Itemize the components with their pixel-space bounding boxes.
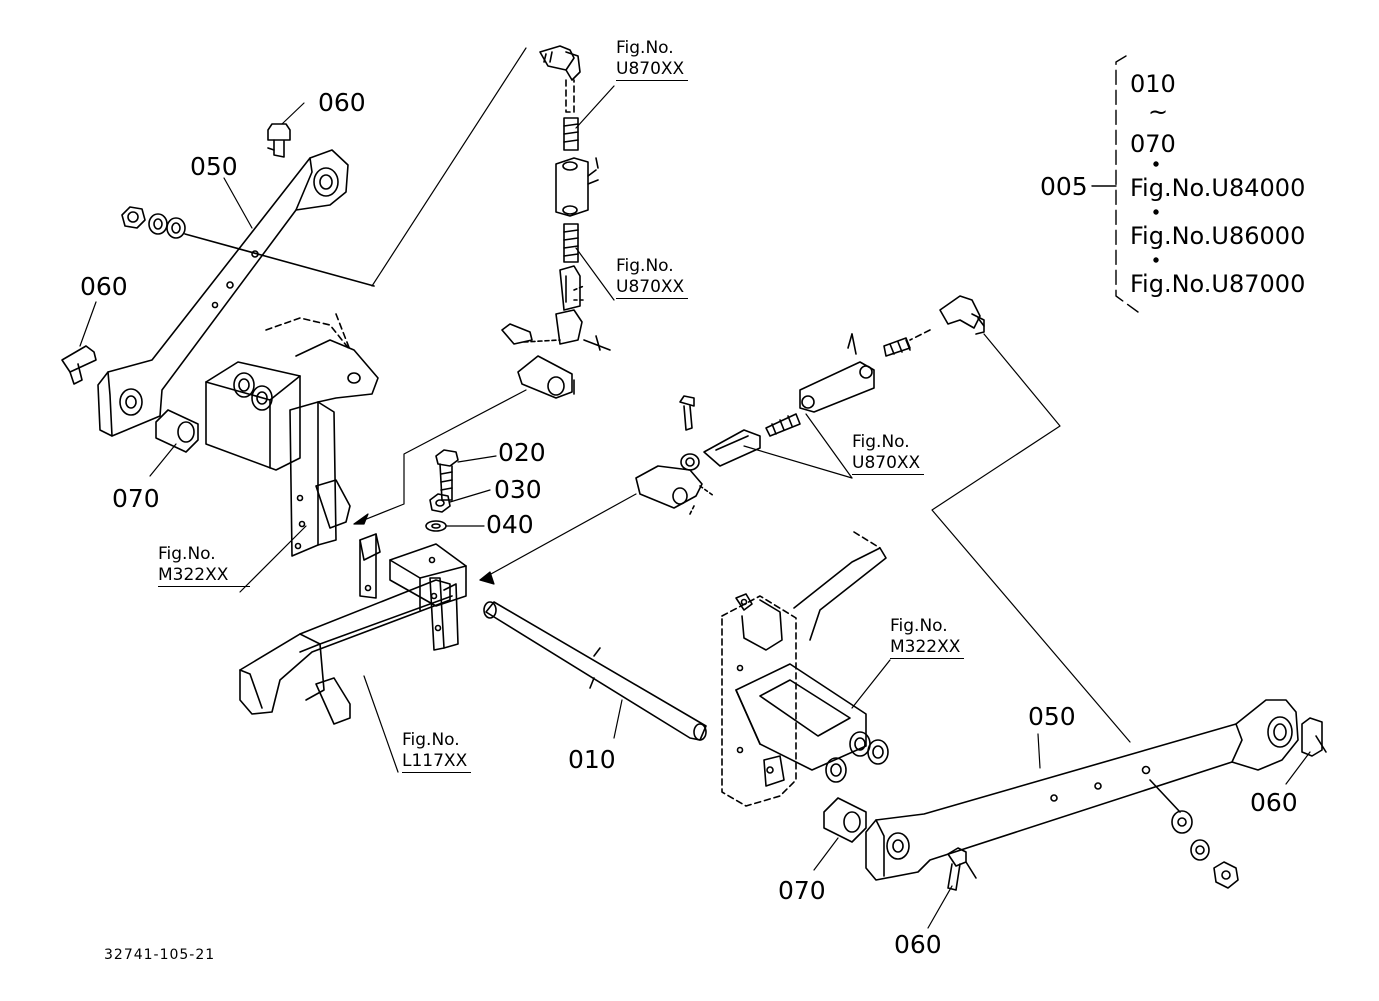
- left-nut-washers: [121, 206, 375, 287]
- fig-ref-top-rod-lower: Fig.No. U870XX: [616, 256, 689, 299]
- part-label-005: 005: [1040, 172, 1088, 201]
- left-lower-link-arm: [97, 149, 349, 437]
- top-pin: [267, 123, 291, 158]
- left-pin: [61, 345, 97, 385]
- left-bushing: [155, 409, 199, 453]
- left-mount-bracket: [205, 313, 379, 557]
- set-ref-1: Fig.No.U84000: [1130, 174, 1306, 202]
- part-label-070-right: 070: [778, 876, 826, 905]
- right-nut-washers: [1149, 779, 1239, 889]
- bottom-pin: [947, 847, 977, 891]
- top-lift-rod: [501, 45, 611, 399]
- cross-axle-frame: [239, 533, 467, 725]
- fig-ref-caption: Fig.No.: [852, 432, 910, 452]
- fig-ref-number: U870XX: [616, 59, 689, 81]
- set-range-tilde: ~: [1148, 98, 1169, 126]
- bolt-020: [435, 449, 459, 501]
- part-label-030: 030: [494, 475, 542, 504]
- right-mount-bracket: [721, 531, 889, 807]
- right-lower-link-arm: [865, 699, 1299, 881]
- washer-040: [425, 520, 447, 532]
- nut-030: [429, 493, 451, 513]
- fig-ref-number: L117XX: [402, 751, 472, 773]
- fig-ref-caption: Fig.No.: [890, 616, 948, 636]
- part-label-020: 020: [498, 438, 546, 467]
- right-pin: [1301, 717, 1327, 757]
- fig-ref-right-frame: Fig.No. M322XX: [890, 616, 965, 659]
- fig-ref-number: M322XX: [890, 637, 965, 659]
- right-bushing: [823, 797, 867, 843]
- set-bracket: [1091, 55, 1159, 313]
- fig-ref-caption: Fig.No.: [402, 730, 460, 750]
- part-label-060-left: 060: [80, 272, 128, 301]
- part-label-070-left: 070: [112, 484, 160, 513]
- part-label-050-right: 050: [1028, 702, 1076, 731]
- fig-ref-caption: Fig.No.: [158, 544, 216, 564]
- fig-ref-left-frame: Fig.No. M322XX: [158, 544, 251, 587]
- drawing-id: 32741-105-21: [104, 947, 216, 963]
- fig-ref-mid-rod: Fig.No. U870XX: [852, 432, 925, 475]
- fig-ref-caption: Fig.No.: [616, 38, 674, 58]
- part-label-040: 040: [486, 510, 534, 539]
- leader-lines: [79, 47, 1311, 929]
- part-label-010: 010: [568, 745, 616, 774]
- part-label-050-left: 050: [190, 152, 238, 181]
- fig-ref-caption: Fig.No.: [616, 256, 674, 276]
- fig-ref-number: U870XX: [852, 453, 925, 475]
- fig-ref-number: U870XX: [616, 277, 689, 299]
- part-label-060-bottom: 060: [894, 930, 942, 959]
- part-label-060-right: 060: [1250, 788, 1298, 817]
- lift-shaft: [483, 601, 707, 741]
- fig-ref-axle: Fig.No. L117XX: [402, 730, 472, 773]
- part-label-060-top: 060: [318, 88, 366, 117]
- set-ref-3: Fig.No.U87000: [1130, 270, 1306, 298]
- fig-ref-number: M322XX: [158, 565, 251, 587]
- fig-ref-top-rod-upper: Fig.No. U870XX: [616, 38, 689, 81]
- set-range-start: 010: [1130, 70, 1176, 98]
- set-range-end: 070: [1130, 130, 1176, 158]
- mid-lift-rod: [635, 295, 985, 515]
- set-ref-2: Fig.No.U86000: [1130, 222, 1306, 250]
